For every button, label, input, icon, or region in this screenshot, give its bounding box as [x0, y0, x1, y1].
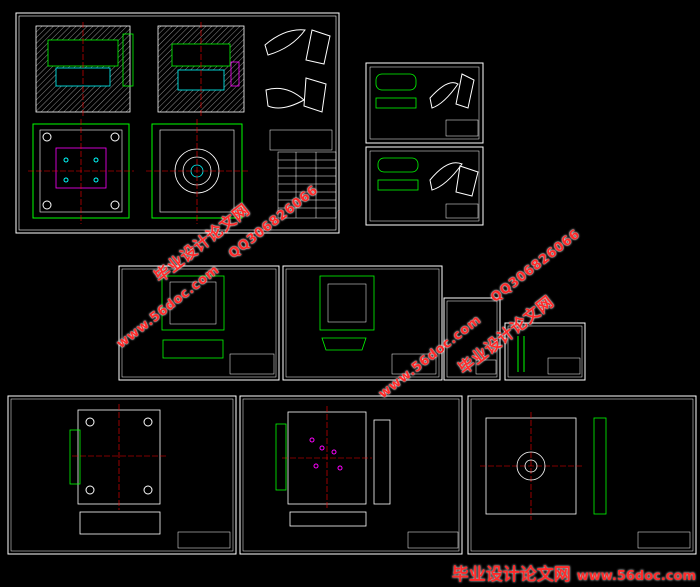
plate-drawing-sheet-5 [467, 395, 697, 555]
footer-site-url: www.56doc.com [576, 569, 696, 584]
footer-site-name: 毕业设计论文网 [451, 565, 571, 585]
plan-view-left [28, 119, 134, 224]
plate-drawing-sheet-3 [7, 395, 237, 555]
assembly-drawing-sheet [15, 12, 340, 234]
small-part-sheet-1 [443, 297, 501, 381]
part-drawing-sheet-b [365, 146, 484, 226]
section-view-left [35, 22, 134, 116]
part-drawing-sheet-a [365, 62, 484, 144]
plate-drawing-sheet-1 [118, 265, 280, 381]
bill-of-materials-table [269, 129, 337, 219]
footer-watermark: 毕业设计论文网 www.56doc.com [452, 560, 696, 585]
plan-view-right [146, 119, 248, 224]
part-sketches [264, 29, 331, 113]
small-part-sheet-2 [504, 322, 586, 381]
plate-drawing-sheet-4 [239, 395, 463, 555]
plate-drawing-sheet-2 [282, 265, 443, 381]
section-view-right [157, 22, 245, 116]
